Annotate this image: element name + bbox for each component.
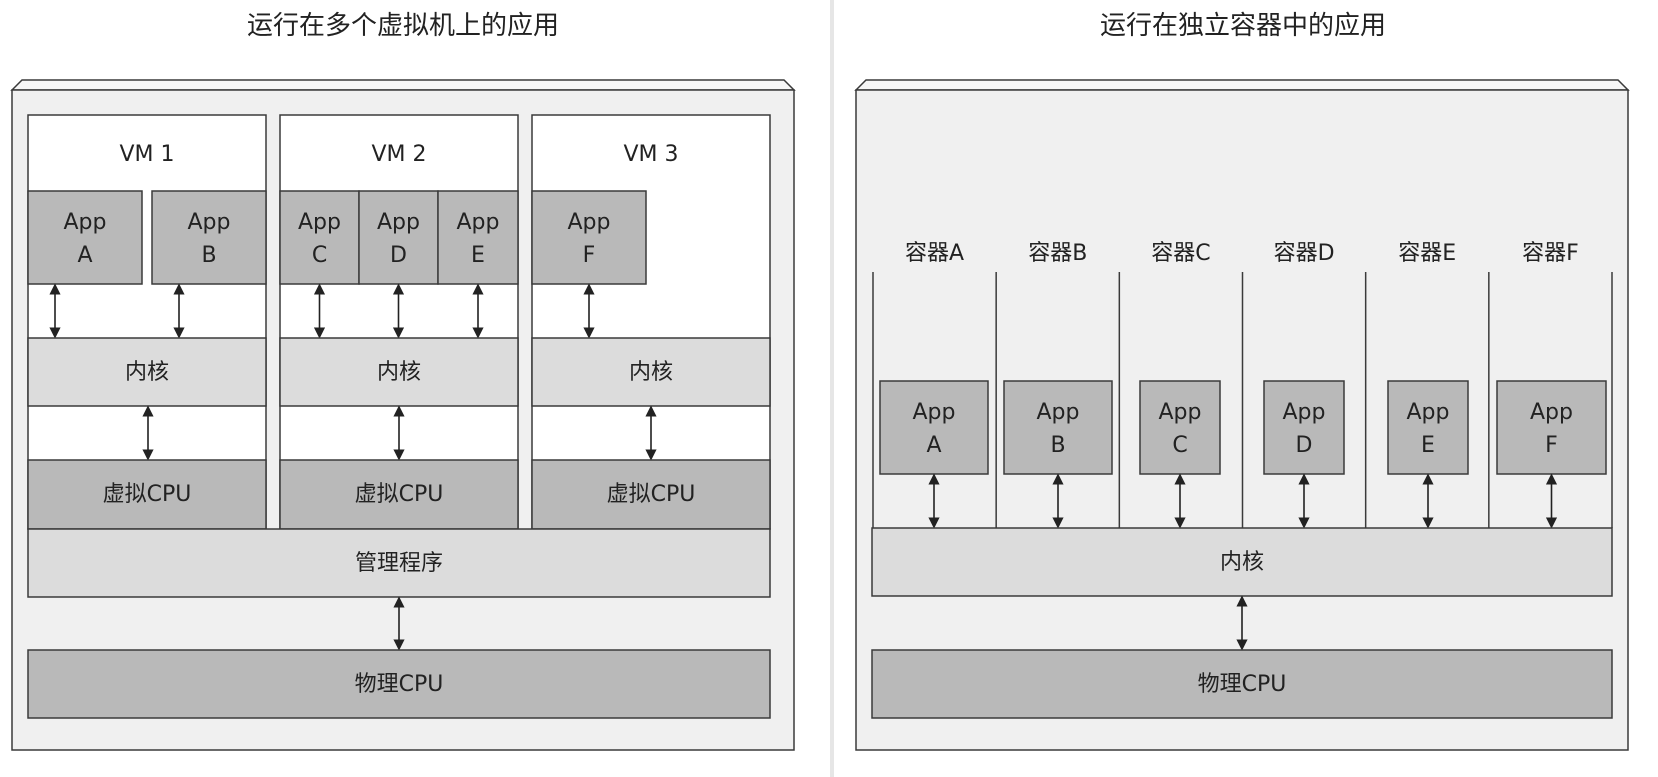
vm-label: VM 3: [623, 142, 678, 167]
vm-label: VM 2: [371, 142, 426, 167]
vm-vcpu-box: [27, 459, 267, 530]
vm-kernel-label: 内核: [377, 360, 421, 385]
vm-app-box: [437, 190, 519, 285]
container-label: 容器D: [1274, 241, 1335, 266]
container-app-line2: A: [926, 433, 941, 458]
vm-app-line2: B: [201, 243, 216, 268]
vm-label: VM 1: [119, 142, 174, 167]
vm-app-box: [27, 190, 143, 285]
vm-app-box: [358, 190, 439, 285]
container-app-line1: App: [1159, 400, 1202, 425]
right-physical-cpu-box: [871, 649, 1613, 719]
vm-app-box: [279, 190, 360, 285]
hypervisor-label: 管理程序: [355, 551, 443, 576]
container-app-box: [1387, 380, 1469, 475]
container-app-line1: App: [1283, 400, 1326, 425]
vm-app-line2: E: [471, 243, 485, 268]
container-app-line1: App: [1037, 400, 1080, 425]
vm-app-box: [531, 190, 647, 285]
container-kernel-label: 内核: [1220, 550, 1264, 575]
container-label: 容器C: [1151, 241, 1210, 266]
vm-app-line1: App: [568, 210, 611, 235]
vm-app-line1: App: [298, 210, 341, 235]
hypervisor-box: [27, 528, 771, 598]
vm-vcpu-label: 虚拟CPU: [607, 482, 696, 507]
vm-app-box: [151, 190, 267, 285]
vm-vcpu-box: [279, 459, 519, 530]
container-app-line2: C: [1172, 433, 1187, 458]
container-app-box: [1003, 380, 1113, 475]
container-app-box: [1139, 380, 1221, 475]
vm-kernel-box: [27, 337, 267, 407]
left-title: 运行在多个虚拟机上的应用: [247, 11, 559, 41]
container-label: 容器A: [905, 241, 964, 266]
vm-kernel-label: 内核: [629, 360, 673, 385]
vm-app-line2: D: [390, 243, 407, 268]
vm-app-line1: App: [457, 210, 500, 235]
vm-app-line2: F: [583, 243, 596, 268]
container-app-box: [1263, 380, 1345, 475]
vm-app-line1: App: [377, 210, 420, 235]
vm-kernel-label: 内核: [125, 360, 169, 385]
right-title: 运行在独立容器中的应用: [1100, 11, 1386, 41]
container-app-line2: D: [1296, 433, 1313, 458]
vm-vcpu-label: 虚拟CPU: [355, 482, 444, 507]
container-app-line1: App: [1407, 400, 1450, 425]
container-app-line2: B: [1050, 433, 1065, 458]
left-physical-cpu-label: 物理CPU: [355, 672, 444, 697]
vm-app-line1: App: [64, 210, 107, 235]
left-physical-cpu-box: [27, 649, 771, 719]
vm-vcpu-label: 虚拟CPU: [103, 482, 192, 507]
container-label: 容器E: [1398, 241, 1456, 266]
container-app-line1: App: [913, 400, 956, 425]
vm-app-line2: C: [312, 243, 327, 268]
right-physical-cpu-label: 物理CPU: [1198, 672, 1287, 697]
container-app-line2: F: [1545, 433, 1558, 458]
container-label: 容器F: [1522, 241, 1579, 266]
vm-app-line2: A: [77, 243, 92, 268]
container-app-line1: App: [1530, 400, 1573, 425]
vm-app-line1: App: [188, 210, 231, 235]
container-label: 容器B: [1028, 241, 1087, 266]
container-app-box: [879, 380, 989, 475]
container-kernel-box: [871, 527, 1613, 597]
container-app-line2: E: [1421, 433, 1435, 458]
container-app-box: [1496, 380, 1607, 475]
vm-kernel-box: [279, 337, 519, 407]
